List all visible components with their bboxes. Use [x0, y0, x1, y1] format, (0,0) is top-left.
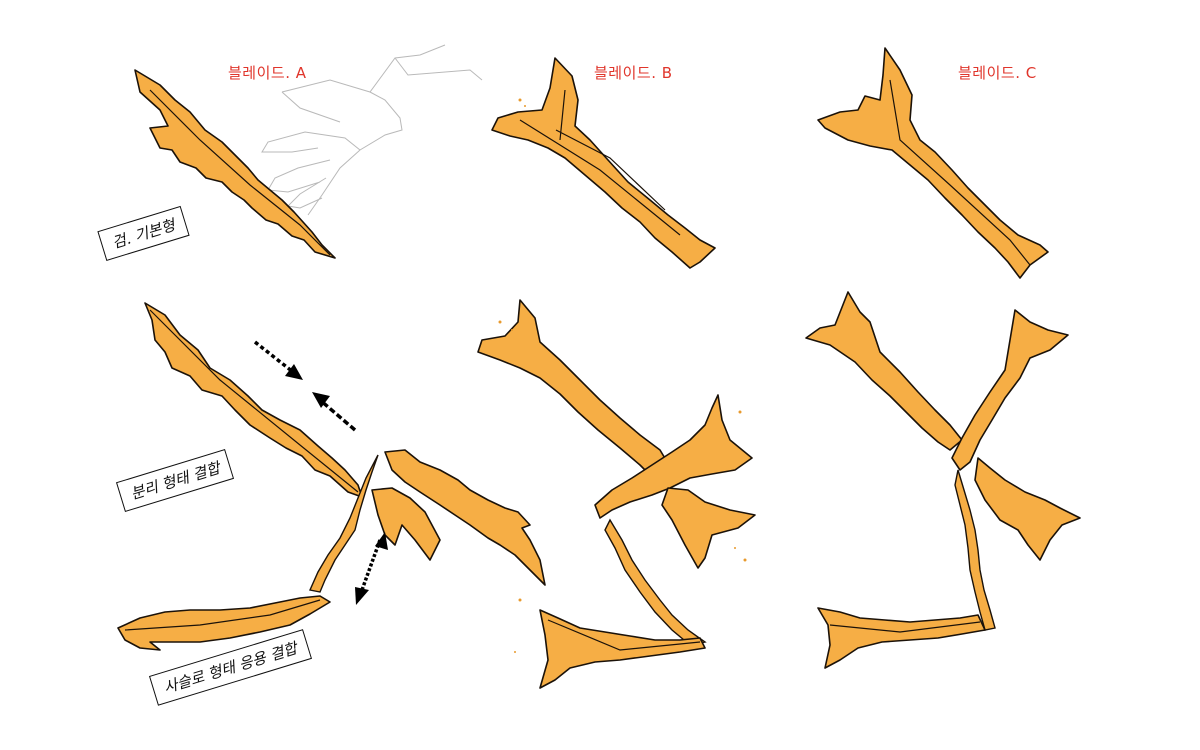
hand-sketch — [261, 44, 483, 216]
blade-c-basic — [817, 47, 1049, 279]
blade-a-separated — [117, 302, 546, 651]
blade-a-basic — [134, 69, 336, 259]
blade-b-basic — [491, 57, 716, 269]
title-blade-c: 블레이드. C — [958, 64, 1037, 82]
sketch-specks — [498, 98, 747, 653]
motion-arrows — [253, 340, 388, 605]
title-blade-a: 블레이드. A — [228, 64, 307, 82]
blade-c-separated — [805, 291, 1081, 669]
blade-b-separated — [477, 299, 756, 689]
title-blade-b: 블레이드. B — [594, 64, 673, 82]
